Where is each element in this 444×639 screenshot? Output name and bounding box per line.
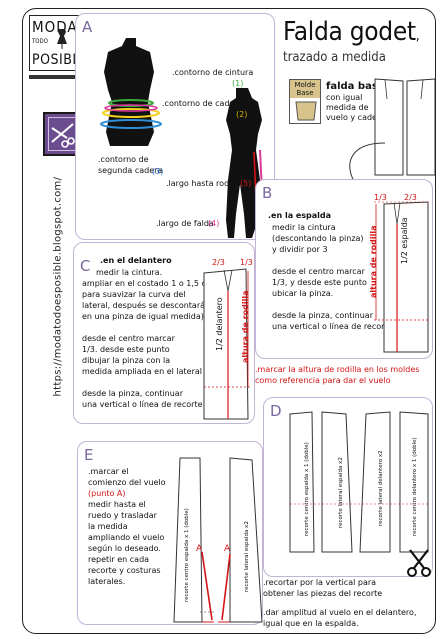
panel-e-line: ruedo y trasladar (88, 511, 157, 520)
panel-b-line: (descontando la pinza) (272, 234, 364, 243)
page-subtitle: trazado a medida (283, 50, 386, 65)
e-piece-2: recorte lateral espalda x2 (244, 521, 250, 592)
title-suffix: , (415, 28, 420, 44)
panel-c-line: en una pinza de igual medida) (82, 312, 204, 321)
panel-b-line: desde la pinza, continuar (272, 311, 373, 320)
panel-e-line: .marcar el (88, 467, 129, 476)
b-knee-label: altura de rodilla (369, 225, 378, 298)
panel-b-line: desde el centro marcar (272, 267, 365, 276)
panel-e-line: laterales. (88, 577, 126, 586)
panel-e-line: ampliando el vuelo (88, 533, 165, 542)
panel-d: D recorte centro espalda x 1 (doble) rec… (263, 397, 433, 577)
label-skirt-num: (4) (208, 219, 220, 228)
panel-e-line: repetir en cada (88, 555, 150, 564)
mannequin-front (100, 38, 162, 146)
panel-c: C .en el delantero medir la cintura. amp… (73, 242, 255, 424)
d-piece-2: recorte lateral espalda x2 (338, 457, 344, 528)
panel-c-letter: C (80, 257, 91, 275)
e-piece-1: recorte centro espalda x 1 (doble) (184, 508, 190, 602)
label-hip: .contorno de cadera (162, 99, 243, 108)
back-pattern-piece (374, 201, 429, 353)
panel-b-line: 1/3, y desde este punto (272, 278, 367, 287)
page-title: Falda godet, (283, 17, 420, 47)
panel-c-heading: .en el delantero (100, 256, 172, 265)
panel-c-line: lateral, después se descontará (82, 301, 206, 310)
panel-b: B .en la espalda medir la cintura (desco… (255, 179, 433, 359)
panel-e-line: medir hasta el (88, 500, 146, 509)
panel-b-line: una vertical o línea de recorte (272, 322, 393, 331)
b-piece-label: 1/2 espalda (400, 217, 409, 264)
base-pattern (374, 78, 435, 176)
panel-c-line: 1/3. desde este punto (82, 345, 170, 354)
molde-head-text: Molde (294, 81, 316, 89)
panel-e-line: comienzo del vuelo (88, 478, 166, 487)
d-piece-3: recorte lateral delantero x2 (378, 450, 384, 526)
panel-b-line: ubicar la pinza. (272, 289, 334, 298)
label-waist-num: (1) (232, 79, 244, 88)
panel-b-letter: B (262, 184, 273, 202)
panel-b-line: medir la cintura (272, 223, 336, 232)
scissors-icon (51, 123, 75, 148)
molde-head-text2: Base (296, 89, 314, 97)
panel-c-line: para suavizar la curva del (82, 290, 186, 299)
panel-c-line: dibujar la pinza con la (82, 356, 171, 365)
panel-c-line: una vertical o línea de recorte (82, 400, 203, 409)
panel-e-line: según lo deseado. (88, 544, 161, 553)
label-second-hip-num: (3) (152, 167, 164, 176)
panel-c-line: desde la pinza, continuar (82, 389, 183, 398)
page-frame: https://modatodoesposible.blogspot.com/ … (22, 8, 436, 634)
label-second-hip: .contorno de segunda cadera (98, 155, 163, 175)
panel-a-letter: A (82, 18, 93, 36)
flared-pattern-pieces (173, 457, 263, 623)
molde-mini-icon (295, 101, 317, 121)
label-skirt: .largo de falda (156, 219, 214, 228)
logo-line4: POSIBLE (32, 52, 89, 68)
label-waist-text: .contorno de cintura (172, 68, 254, 77)
d-cut-note: .recortar por la vertical para obtener l… (263, 578, 383, 598)
d-piece-4: recorte centro delantero x 1 (doble) (412, 437, 418, 536)
e-point-a-2: A (224, 544, 231, 554)
scissors-icon (407, 549, 431, 577)
panel-e-line: recorte y costuras (88, 566, 161, 575)
molde-caption: con igual medida de vuelo y cadera (326, 93, 386, 122)
label-knee: .largo hasta rodilla (166, 179, 241, 188)
panel-b-line: y dividir por 3 (272, 245, 328, 254)
label-knee-num: (5) (240, 179, 252, 188)
logo-underline (29, 75, 93, 79)
panel-a: A .contorno de cintura (1) .contorno de … (75, 13, 275, 240)
title-text: Falda godet (283, 17, 416, 47)
c-knee-label: altura de rodilla (241, 290, 250, 363)
e-point-a-1: A (196, 544, 203, 554)
c-piece-label: 1/2 delantero (215, 297, 224, 351)
d-bottom-note: .dar amplitud al vuelo en el delantero, … (263, 608, 417, 628)
cut-pattern-pieces (289, 411, 429, 553)
d-piece-1: recorte centro espalda x 1 (doble) (304, 442, 310, 536)
panel-b-heading: .en la espalda (268, 211, 332, 220)
panel-c-line: medida ampliada en el lateral (82, 367, 203, 376)
front-pattern-piece (203, 268, 252, 420)
panel-c-line: ampliar en el costado 1 o 1,5 cm. (82, 279, 217, 288)
label-hip-num: (2) (236, 110, 248, 119)
c-frac-1: 2/3 (212, 258, 225, 267)
panel-e: E .marcar el comienzo del vuelo (punto A… (77, 441, 263, 625)
panel-d-letter: D (270, 402, 282, 420)
b-frac-2: 2/3 (404, 193, 417, 202)
dress-form-icon (57, 29, 67, 49)
red-knee-note: .marcar la altura de rodilla en los mold… (255, 365, 420, 385)
panel-c-line: desde el centro marcar (82, 334, 175, 343)
panel-c-line: medir la cintura. (96, 268, 163, 277)
label-waist: .contorno de cintura (172, 67, 253, 78)
panel-e-point: (punto A) (88, 489, 126, 498)
panel-e-line: la medida (88, 522, 128, 531)
panel-e-letter: E (84, 446, 94, 464)
molde-caption-bold: falda base (326, 81, 385, 92)
b-frac-1: 1/3 (374, 193, 387, 202)
c-frac-2: 1/3 (240, 258, 253, 267)
logo-line2: TODO (32, 38, 48, 45)
